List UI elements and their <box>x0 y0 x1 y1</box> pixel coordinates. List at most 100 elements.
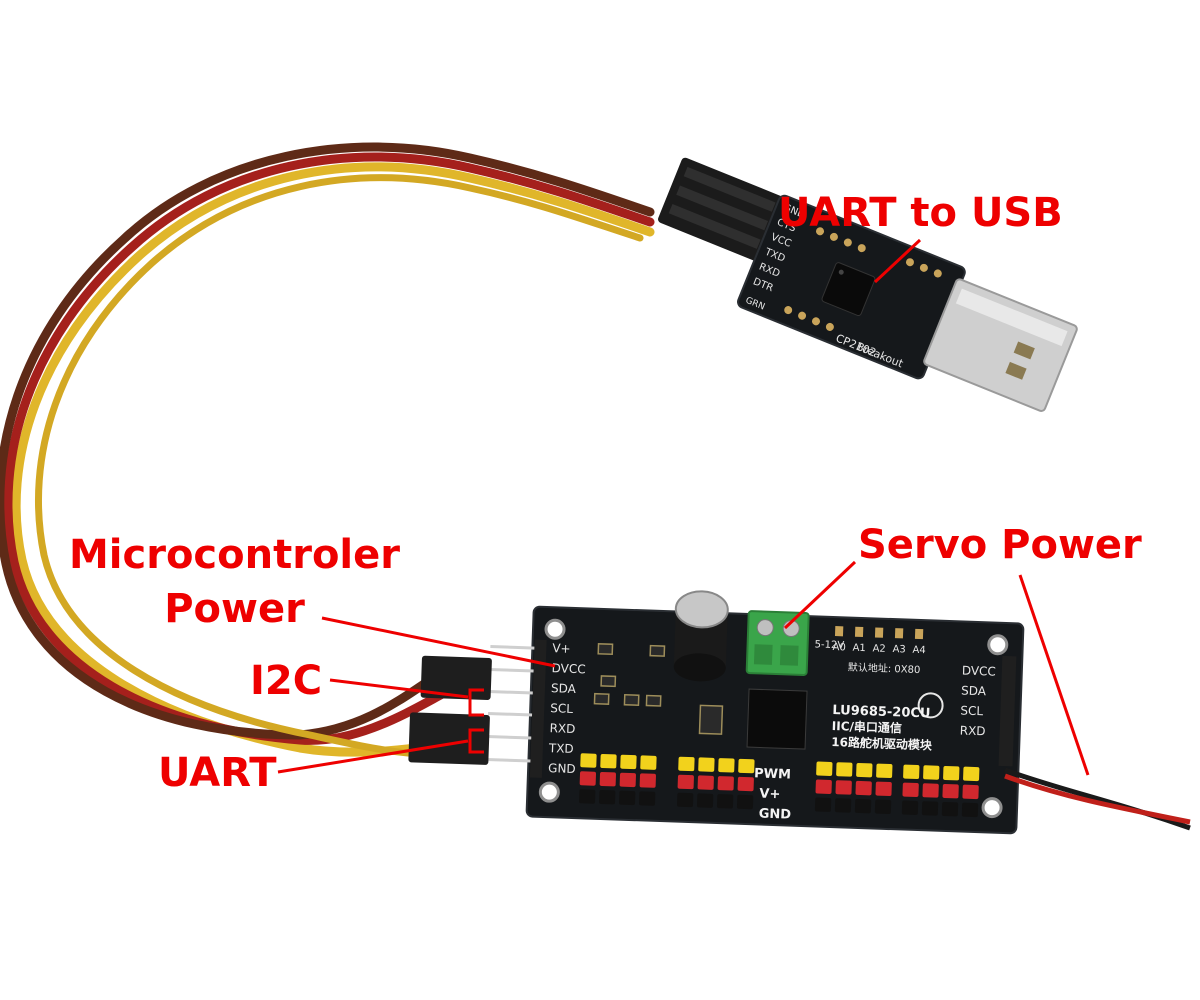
address-pad-a0: A0 <box>832 642 846 653</box>
usb-plug <box>923 278 1078 412</box>
right-pin-label-sda: SDA <box>961 683 987 698</box>
servo-pin-11-gnd <box>874 799 892 815</box>
callout-uart: UART <box>158 750 277 796</box>
right-pin-label-rxd: RXD <box>960 723 986 738</box>
servo-pin-9-vplus <box>835 780 852 795</box>
brand-logo <box>917 692 944 719</box>
servo-pin-10-vplus <box>855 780 872 796</box>
address-note: 默认地址: 0X80 <box>848 661 921 677</box>
model-label: LU9685-20CU <box>832 703 931 721</box>
right-pin-label-scl: SCL <box>960 703 983 718</box>
leader-micro-power <box>321 616 556 668</box>
servo-power-wire <box>1004 767 1191 831</box>
row-label-gnd: GND <box>758 806 791 822</box>
left-pin-label-scl: SCL <box>550 701 573 716</box>
callout-leaders <box>277 238 1090 776</box>
callout-servo-power: Servo Power <box>858 522 1142 568</box>
address-pad-a3: A3 <box>892 644 906 655</box>
left-pin-label-sda: SDA <box>551 681 577 696</box>
servo-pin-6-vplus <box>717 776 734 791</box>
leader-servo-power <box>783 560 857 630</box>
servo-pin-12-pwm <box>903 764 920 779</box>
right-pin-labels: DVCC SDA SCL RXD <box>960 663 997 738</box>
servo-pin-14-vplus <box>942 783 959 799</box>
servo-power-terminal <box>745 610 810 676</box>
row-label-pwm: PWM <box>754 766 791 782</box>
servo-pin-5-pwm <box>698 757 715 772</box>
servo-pin-15-vplus <box>962 784 979 800</box>
servo-pin-7-pwm <box>738 758 755 774</box>
callout-micro-power-line2: Power <box>164 586 305 632</box>
servo-pin-12-gnd <box>901 800 919 815</box>
servo-pin-3-gnd <box>639 791 656 806</box>
servo-pin-3-vplus <box>639 773 656 788</box>
servo-pin-4-pwm <box>678 756 695 772</box>
cp2102-chip <box>821 262 876 317</box>
left-pin-label-txd: TXD <box>548 741 574 756</box>
i2c-bracket <box>468 688 484 717</box>
servo-pin-15-pwm <box>963 766 980 782</box>
servo-pin-12-vplus <box>902 782 919 797</box>
leader-uart-to-usb <box>873 238 922 284</box>
right-pin-label-dvcc: DVCC <box>962 663 996 678</box>
servo-pin-11-pwm <box>876 763 893 779</box>
servo-pin-1-gnd <box>599 789 616 805</box>
servo-pin-2-gnd <box>619 790 636 806</box>
servo-pin-7-gnd <box>736 794 754 810</box>
servo-pin-0-vplus <box>579 771 597 786</box>
dupont-wire-loop <box>0 142 655 759</box>
servo-pin-9-gnd <box>834 798 852 813</box>
servo-pin-10-pwm <box>856 762 873 778</box>
servo-pin-13-gnd <box>921 801 939 816</box>
servo-pin-4-gnd <box>676 792 694 808</box>
model-line2: IIC/串口通信 <box>832 718 903 735</box>
servo-pin-0-gnd <box>579 789 596 804</box>
wire-yellow-2 <box>35 174 644 759</box>
servo-pin-14-gnd <box>941 801 959 817</box>
callout-uart-to-usb: UART to USB <box>778 190 1063 236</box>
callout-i2c: I2C <box>250 658 323 704</box>
left-header-pins <box>486 645 539 763</box>
row-label-vplus: V+ <box>759 787 780 803</box>
leader-uart <box>277 739 469 774</box>
servo-pin-8-pwm <box>816 761 833 776</box>
servo-pin-4-vplus <box>677 774 694 790</box>
servo-pin-2-pwm <box>620 754 637 770</box>
voltage-note: 5-12V <box>814 639 844 651</box>
electrolytic-capacitor <box>673 590 729 682</box>
driver-ic <box>746 688 808 750</box>
left-pin-label-gnd: GND <box>548 761 576 776</box>
servo-pin-6-gnd <box>716 794 734 809</box>
servo-pin-3-pwm <box>640 755 657 770</box>
leader-servo-power-wire <box>1018 574 1090 776</box>
servo-pin-14-pwm <box>943 765 960 781</box>
leader-i2c <box>329 678 469 699</box>
left-pin-label-vplus: V+ <box>552 641 571 656</box>
servo-driver-board: V+ DVCC SDA SCL RXD TXD GND <box>408 590 1025 835</box>
servo-pin-13-pwm <box>923 765 940 780</box>
address-pad-a1: A1 <box>852 643 866 654</box>
servo-pin-8-gnd <box>814 797 832 812</box>
address-pad-a2: A2 <box>872 643 886 654</box>
servo-pin-13-vplus <box>922 783 939 798</box>
left-pin-label-rxd: RXD <box>549 721 575 736</box>
callout-micro-power-line1: Microcontroler <box>69 532 400 578</box>
wire-red <box>3 152 655 745</box>
servo-pin-1-pwm <box>600 754 617 769</box>
uart-connector <box>408 712 490 765</box>
wire-yellow <box>11 162 655 757</box>
servo-pin-5-gnd <box>696 793 714 808</box>
uart-bracket <box>468 728 484 754</box>
servo-pin-6-pwm <box>718 758 735 773</box>
model-line3: 16路舵机驱动模块 <box>831 734 933 753</box>
servo-pin-headers <box>579 753 980 818</box>
servo-pin-2-vplus <box>619 772 636 788</box>
servo-pin-5-vplus <box>697 775 714 790</box>
servo-pin-11-vplus <box>875 781 892 797</box>
servo-pin-15-gnd <box>961 802 979 818</box>
servo-pin-7-vplus <box>737 776 754 792</box>
